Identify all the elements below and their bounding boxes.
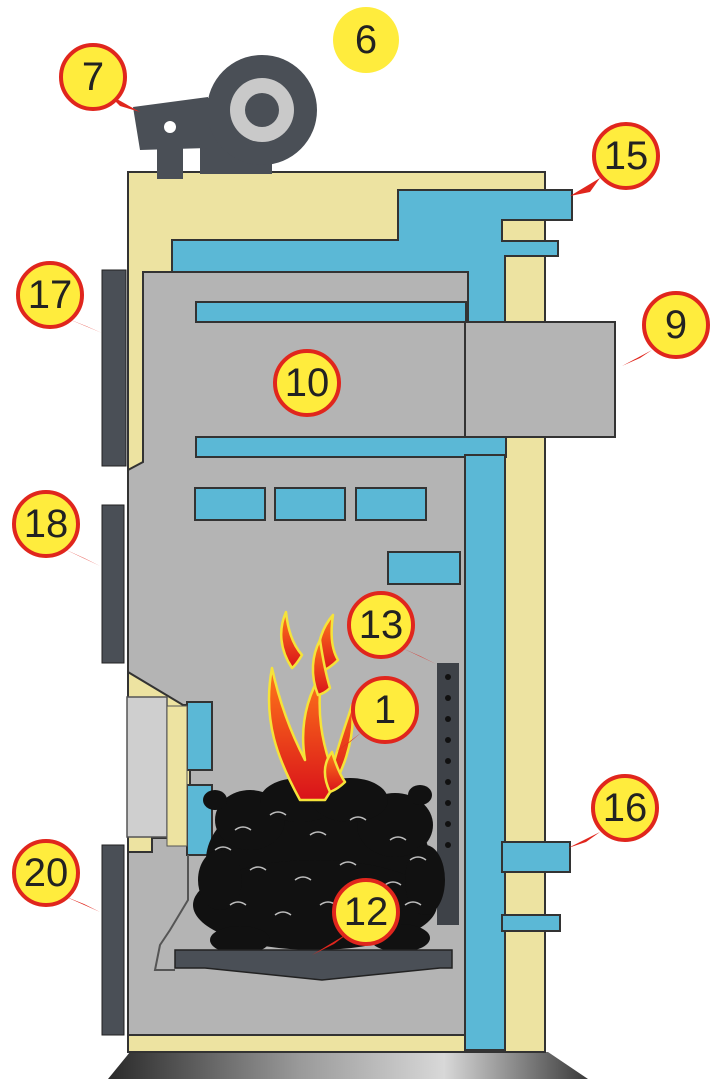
svg-text:17: 17 [28,273,73,317]
callout-20: 20 [14,841,100,912]
svg-text:16: 16 [603,786,648,830]
loading-door [102,505,124,663]
callout-18: 18 [14,492,100,566]
callout-15: 15 [570,124,658,196]
callout-6: 6 [333,7,399,73]
callout-16: 16 [568,776,657,848]
ash-door [102,845,124,1035]
boiler-base [108,1052,588,1079]
fan-damper [133,97,208,179]
svg-text:10: 10 [285,361,330,405]
svg-text:15: 15 [604,134,649,178]
svg-text:7: 7 [82,55,104,99]
fan [200,55,317,174]
svg-text:9: 9 [665,303,687,347]
upper-door [102,270,126,466]
callout-7: 7 [61,45,140,112]
svg-text:13: 13 [359,603,404,647]
svg-text:12: 12 [344,890,389,934]
svg-text:6: 6 [355,18,377,62]
flue-pipe [465,322,615,437]
svg-text:18: 18 [24,502,69,546]
callout-17: 17 [18,263,102,333]
svg-text:20: 20 [24,851,69,895]
svg-text:1: 1 [374,688,396,732]
callout-9: 9 [622,293,708,366]
loading-door-panel [127,697,167,837]
fuel-bed [193,778,445,954]
loading-door-insulation [167,706,187,846]
